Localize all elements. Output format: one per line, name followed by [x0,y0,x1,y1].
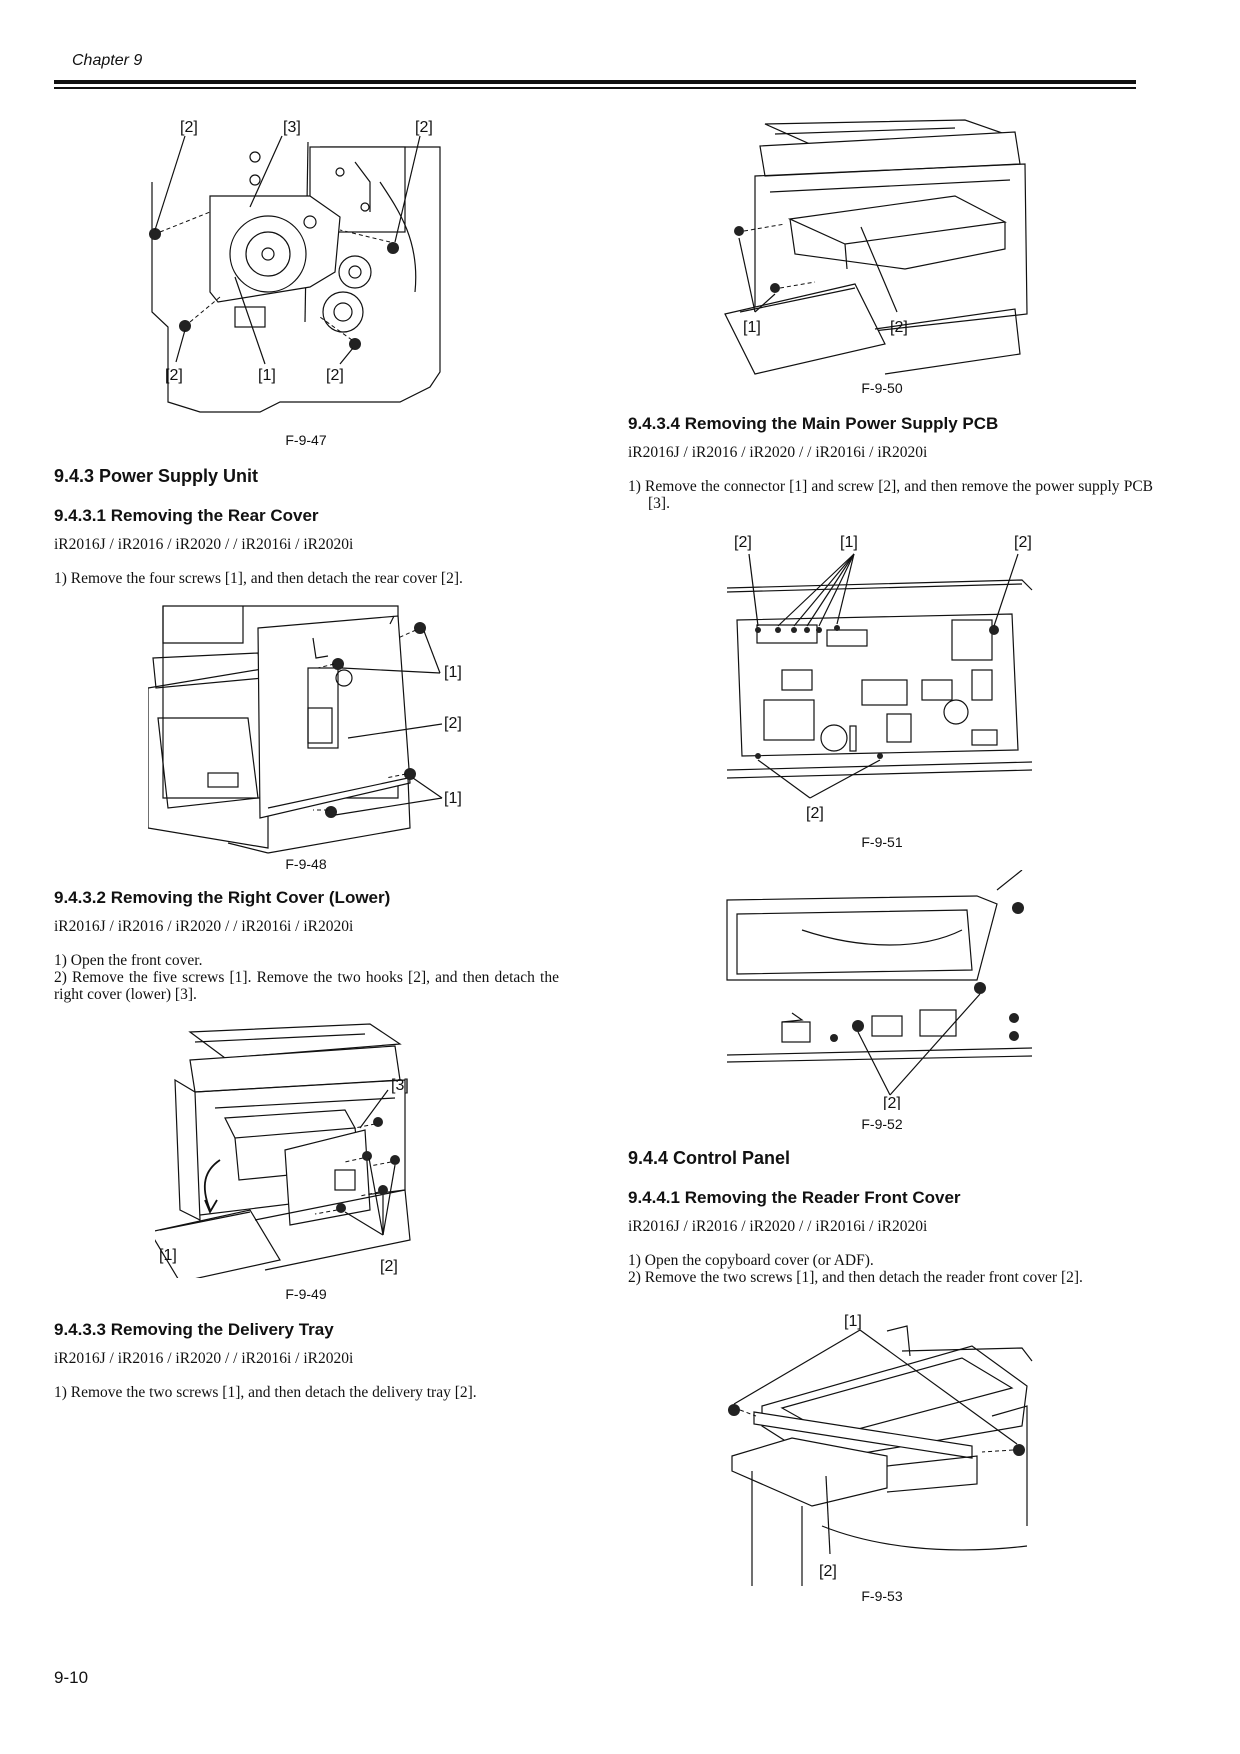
model-list: iR2016J / iR2016 / iR2020 / / iR2016i / … [54,918,354,935]
section-heading: 9.4.4.1 Removing the Reader Front Cover [628,1188,961,1207]
callout: [1] [258,367,276,384]
procedure-step: 1) Remove the connector [1] and screw [2… [628,478,1153,512]
figure-f-9-52: [2] [726,870,1033,1110]
figure-caption: F-9-52 [861,1116,903,1132]
model-list: iR2016J / iR2016 / iR2020 / / iR2016i / … [54,1350,354,1367]
procedure-step: 1) Remove the two screws [1], and then d… [54,1384,477,1401]
callout: [2] [415,119,433,136]
callout: [2] [734,534,752,551]
procedure-step: 2) Remove the five screws [1]. Remove th… [54,969,559,1003]
figure-caption: F-9-51 [861,834,903,850]
header-rule-thin [54,87,1136,89]
procedure-step: 1) Open the copyboard cover (or ADF). [628,1252,874,1269]
figure-f-9-49: [3] [1] [2] [155,1023,411,1278]
callout: [3] [283,119,301,136]
callout: [2] [819,1563,837,1580]
callout: [1] [743,319,761,336]
callout: [2] [1014,534,1032,551]
figure-f-9-53: [1] [2] [728,1313,1033,1586]
callout: [1] [444,664,462,681]
model-list: iR2016J / iR2016 / iR2020 / / iR2016i / … [628,444,928,461]
callout: [1] [840,534,858,551]
figure-caption: F-9-49 [285,1286,327,1302]
callout: [2] [444,715,462,732]
section-heading: 9.4.3.2 Removing the Right Cover (Lower) [54,888,391,907]
procedure-step: 2) Remove the two screws [1], and then d… [628,1269,1083,1286]
callout: [2] [890,319,908,336]
header-rule [54,80,1136,84]
callout: [1] [844,1313,862,1330]
callout: [2] [883,1095,901,1110]
callout: [1] [159,1247,177,1264]
callout: [3] [391,1077,409,1094]
callout: [2] [180,119,198,136]
figure-f-9-48: [1] [2] [1] [148,605,462,854]
model-list: iR2016J / iR2016 / iR2020 / / iR2016i / … [628,1218,928,1235]
section-heading: 9.4.3.1 Removing the Rear Cover [54,506,319,525]
figure-caption: F-9-48 [285,856,327,872]
section-heading: 9.4.3.4 Removing the Main Power Supply P… [628,414,999,433]
figure-caption: F-9-50 [861,380,903,396]
procedure-step: 1) Open the front cover. [54,952,203,969]
page-number: 9-10 [54,1668,89,1687]
figure-f-9-50: [1] [2] [724,119,1028,375]
figure-f-9-47: [2] [3] [2] [2] [1] [2] [149,119,441,413]
procedure-step: 1) Remove the four screws [1], and then … [54,570,463,587]
model-list: iR2016J / iR2016 / iR2020 / / iR2016i / … [54,536,354,553]
figure-f-9-51: [2] [1] [2] [2] [726,534,1033,822]
chapter-title: Chapter 9 [72,52,143,69]
callout: [2] [326,367,344,384]
figure-caption: F-9-53 [861,1588,903,1604]
section-heading: 9.4.3.3 Removing the Delivery Tray [54,1320,334,1339]
section-heading: 9.4.4 Control Panel [628,1148,791,1168]
callout: [2] [380,1258,398,1275]
callout: [1] [444,790,462,807]
section-heading: 9.4.3 Power Supply Unit [54,466,259,486]
callout: [2] [165,367,183,384]
figure-caption: F-9-47 [285,432,327,448]
callout: [2] [806,805,824,822]
